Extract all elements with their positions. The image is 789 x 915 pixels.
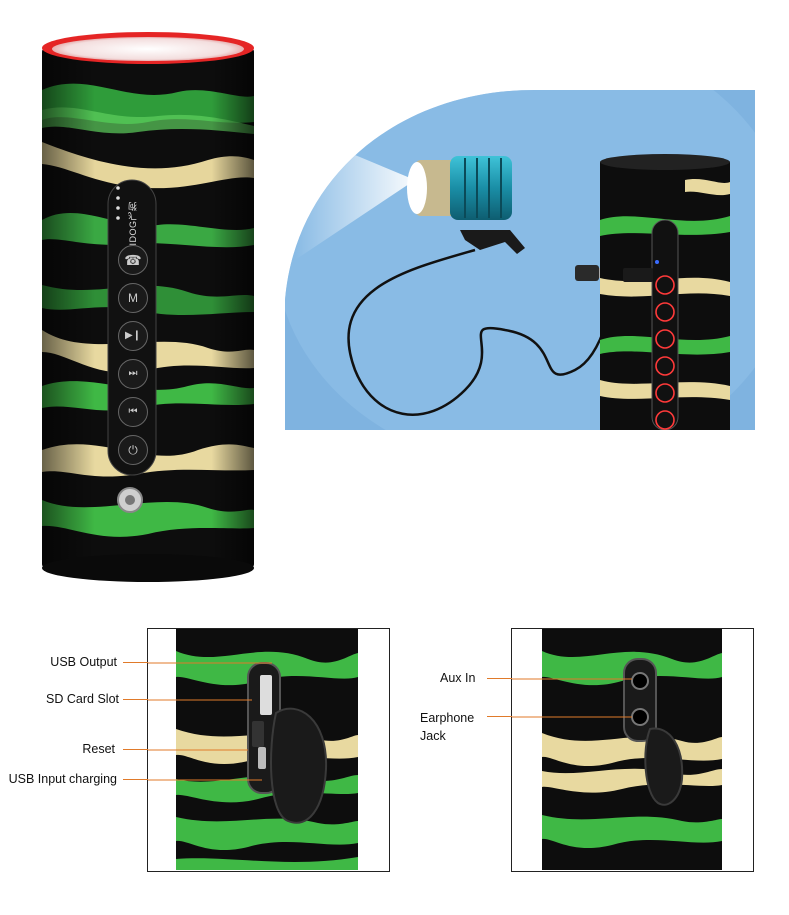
mode-icon: M <box>128 291 138 305</box>
label-aux-in: Aux In <box>440 671 476 685</box>
callout-line-sd-card <box>123 699 148 700</box>
ports-detail-panel <box>147 628 390 872</box>
callout-line-usb-output <box>123 662 148 663</box>
label-earphone-line1: Earphone <box>420 711 475 725</box>
ports-detail-graphic <box>148 629 358 870</box>
flashlight-scene-graphic <box>285 90 755 430</box>
power-icon: ⏻ <box>128 443 138 457</box>
label-usb-input-charging: USB Input charging <box>8 772 117 786</box>
volume-up-icon: ⏭ <box>128 368 138 379</box>
play-pause-button[interactable]: ▶❙ <box>118 321 148 351</box>
flashlight-scene <box>285 90 755 430</box>
callout-line-earphone <box>487 716 512 717</box>
label-earphone-jack: Earphone Jack <box>420 709 474 745</box>
label-sd-card-slot: SD Card Slot <box>46 692 119 706</box>
label-reset: Reset <box>82 742 115 756</box>
volume-up-button[interactable]: ⏭ <box>118 359 148 389</box>
audio-jacks-detail-panel <box>511 628 754 872</box>
phone-button[interactable]: ☎ <box>118 245 148 275</box>
label-earphone-line2: Jack <box>420 729 446 743</box>
callout-line-aux-in <box>487 678 512 679</box>
speaker-main-graphic <box>42 32 254 582</box>
mode-button[interactable]: M <box>118 283 148 313</box>
phone-icon: ☎ <box>124 252 142 268</box>
callout-line-usb-input <box>123 779 148 780</box>
power-button[interactable]: ⏻ <box>118 435 148 465</box>
play-pause-icon: ▶❙ <box>124 330 142 341</box>
callout-line-reset <box>123 749 148 750</box>
label-usb-output: USB Output <box>50 655 117 669</box>
volume-down-button[interactable]: ⏮ <box>118 397 148 427</box>
speaker-main: FEIDOG飞狗 ☎ M ▶❙ ⏭ ⏮ ⏻ <box>38 30 258 590</box>
audio-jacks-detail-graphic <box>512 629 722 870</box>
volume-down-icon: ⏮ <box>128 406 138 417</box>
